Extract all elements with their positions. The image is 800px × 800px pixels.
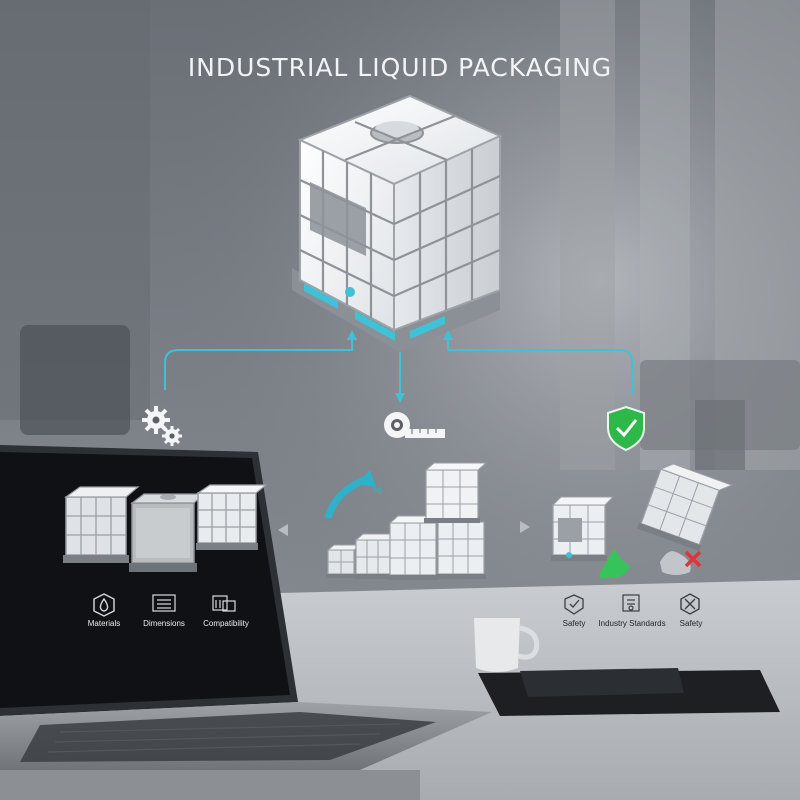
laptop-label-compatibility: Compatibility xyxy=(203,619,249,628)
certificate-icon xyxy=(622,594,640,612)
growth-arrow-icon xyxy=(324,470,376,520)
stack-tank-large xyxy=(388,515,446,580)
laptop-tank-1 xyxy=(63,486,140,563)
droplet-icon xyxy=(93,593,115,617)
green-spill xyxy=(599,548,630,579)
container-check-icon xyxy=(212,595,236,612)
stacked-tanks-group xyxy=(326,462,488,580)
shield-check-small-icon xyxy=(564,594,584,615)
stack-tank-tall-bottom xyxy=(436,521,486,579)
grey-spill xyxy=(660,551,691,575)
page-title: INDUSTRIAL LIQUID PACKAGING xyxy=(187,52,613,82)
stack-tank-tall-top xyxy=(424,462,488,523)
warning-x-icon xyxy=(684,550,702,568)
shield-check-icon xyxy=(607,405,645,452)
tools-icon xyxy=(680,593,700,615)
laptop-tank-3 xyxy=(196,484,268,550)
laptop-label-materials: Materials xyxy=(87,619,121,628)
percent-symbol: % xyxy=(372,483,383,497)
laptop-label-dimensions: Dimensions xyxy=(143,619,185,628)
safe-tank xyxy=(551,496,615,561)
right-label-safety: Safety xyxy=(562,619,586,628)
right-label-safety-2: Safety xyxy=(679,619,703,628)
gears-icon xyxy=(142,406,182,446)
tape-measure-icon xyxy=(384,412,445,438)
left-arrow-icon[interactable] xyxy=(278,524,288,536)
laptop-tank-2 xyxy=(129,493,206,572)
right-arrow-icon[interactable] xyxy=(520,521,530,533)
ruler-card-icon xyxy=(152,594,176,612)
right-label-industry-standards: Industry Standards xyxy=(598,619,666,628)
tipped-tank xyxy=(637,463,734,552)
connector-lines xyxy=(164,330,633,403)
laptop-tank-group xyxy=(63,484,268,572)
stack-tank-small xyxy=(326,544,362,578)
